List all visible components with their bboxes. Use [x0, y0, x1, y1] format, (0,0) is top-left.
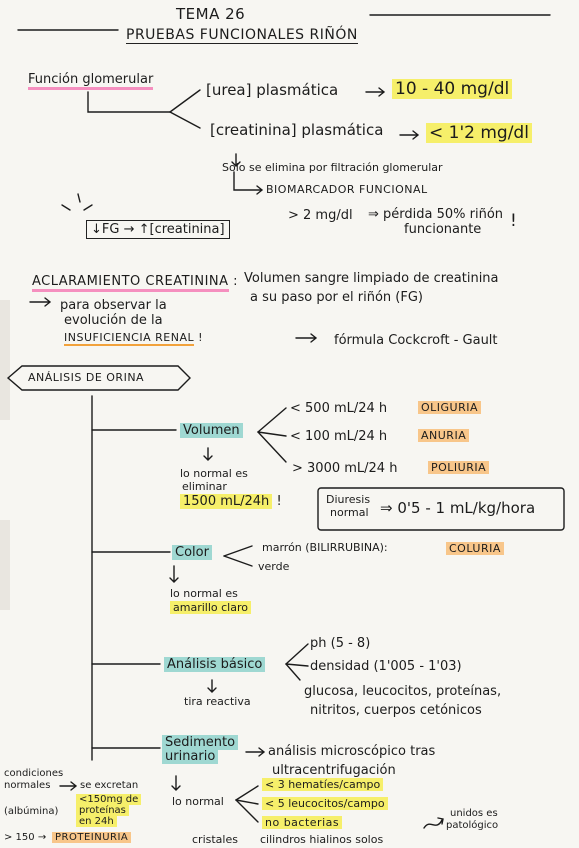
normal-cilindros: cilindros hialinos solos — [260, 833, 384, 846]
volumen-normal-1: lo normal es — [180, 467, 248, 480]
proteinuria-tag: PROTEINURIA — [52, 832, 132, 843]
diuresis-value: ⇒ 0'5 - 1 mL/kg/hora — [380, 499, 536, 517]
color-green: verde — [258, 560, 290, 573]
sedimento-desc-2: ultracentrifugación — [272, 763, 396, 778]
filtration-note: Solo se elimina por filtración glomerula… — [222, 161, 443, 174]
condiciones-label-2: normales — [4, 780, 51, 791]
threshold-consequence-2: funcionante — [404, 222, 482, 237]
excretion-note-1: se excretan — [80, 780, 139, 791]
normal-hematies: < 3 hematíes/campo — [262, 778, 384, 791]
ph-range: ph (5 - 8) — [310, 636, 371, 651]
color-normal-1: lo normal es — [170, 587, 238, 600]
albumina-note: (albúmina) — [4, 806, 59, 817]
fg-creatinine-box: ↓FG → ↑[creatinina] — [86, 220, 230, 239]
title-topic: TEMA 26 — [176, 5, 246, 23]
insuficiencia-renal: INSUFICIENCIA RENAL ! — [64, 331, 204, 346]
threshold-consequence: ⇒ pérdida 50% riñón — [368, 207, 504, 222]
anuria-tag: ANURIA — [418, 429, 470, 442]
condiciones-label-1: condiciones — [4, 768, 64, 779]
warning-mark: ! — [510, 211, 517, 231]
basico-label: Análisis básico — [164, 657, 266, 672]
tira-reactiva: tira reactiva — [184, 695, 251, 708]
creatinina-value: < 1'2 mg/dl — [426, 123, 532, 143]
color-label: Color — [172, 545, 212, 560]
page-edge-shadow — [0, 520, 10, 610]
formula-cockcroft: fórmula Cockcroft - Gault — [334, 333, 498, 348]
diuresis-label-2: normal — [330, 506, 369, 519]
threshold-value: > 2 mg/dl — [288, 208, 353, 223]
volumen-range-1: < 500 mL/24 h — [290, 401, 388, 416]
sedimento-label: Sedimento urinario — [162, 735, 239, 764]
densidad-range: densidad (1'005 - 1'03) — [310, 659, 462, 674]
aclaramiento-definition-1: Volumen sangre limpiado de creatinina — [244, 271, 499, 286]
coluria-tag: COLURIA — [446, 542, 504, 555]
color-normal-2: amarillo claro — [170, 601, 251, 614]
cristales-label: cristales — [192, 833, 238, 846]
basico-list-2: nitritos, cuerpos cetónicos — [310, 703, 482, 718]
sedimento-normal: lo normal — [172, 795, 224, 808]
purpose-line-1: para observar la — [60, 298, 167, 313]
normal-leucocitos: < 5 leucocitos/campo — [262, 797, 388, 810]
creatinina-label: [creatinina] plasmática — [210, 121, 384, 139]
volumen-normal-value: 1500 mL/24h ! — [180, 494, 282, 509]
volumen-label: Volumen — [180, 423, 243, 438]
color-brown: marrón (BILIRRUBINA): — [262, 541, 388, 554]
oliguria-tag: OLIGURIA — [418, 401, 482, 414]
section-label-orina: ANÁLISIS DE ORINA — [28, 371, 145, 384]
volumen-normal-2: eliminar — [182, 480, 227, 493]
section-label-glomerular: Función glomerular — [28, 72, 154, 90]
biomarker-note: BIOMARCADOR FUNCIONAL — [266, 183, 428, 196]
basico-list-1: glucosa, leucocitos, proteínas, — [304, 684, 502, 699]
side-note-1: unidos es — [450, 808, 498, 819]
urea-value: 10 - 40 mg/dl — [392, 79, 513, 99]
aclaramiento-definition-2: a su paso por el riñón (FG) — [250, 290, 423, 305]
normal-bacterias: no bacterias — [262, 816, 343, 829]
purpose-line-2: evolución de la — [64, 313, 163, 328]
volumen-range-2: < 100 mL/24 h — [290, 429, 388, 444]
poliuria-tag: POLIURIA — [428, 461, 490, 474]
page-edge-shadow — [0, 300, 10, 420]
page-title: PRUEBAS FUNCIONALES RIÑÓN — [126, 27, 358, 44]
volumen-range-3: > 3000 mL/24 h — [292, 461, 398, 476]
side-note-2: patológico — [446, 820, 499, 831]
diuresis-label-1: Diuresis — [326, 493, 371, 506]
proteinuria-threshold: > 150 → — [4, 832, 47, 843]
section-label-aclaramiento: ACLARAMIENTO CREATININA : — [32, 274, 238, 292]
urea-label: [urea] plasmática — [206, 81, 339, 99]
sedimento-desc-1: análisis microscópico tras — [268, 744, 436, 759]
excretion-note-highlight: <150mg de proteínas en 24h — [76, 794, 142, 827]
